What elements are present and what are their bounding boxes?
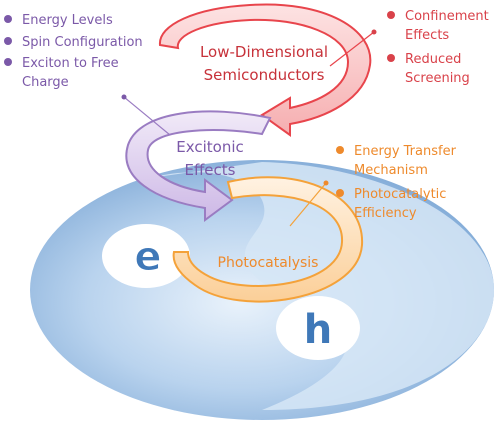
rt-item-1-line1: Confinement <box>405 9 489 24</box>
left-list: Energy Levels Spin Configuration Exciton… <box>4 13 171 136</box>
electron-marker: e <box>102 224 190 288</box>
hole-marker: h <box>276 296 360 360</box>
rt-bullet-1 <box>387 11 395 19</box>
right-top-list: Confinement Effects Reduced Screening <box>329 9 489 86</box>
right-mid-connector <box>289 182 327 227</box>
hole-label: h <box>304 307 332 353</box>
excitonic-arrow: Excitonic Effects <box>125 110 272 222</box>
rt-bullet-2 <box>387 54 395 62</box>
left-item-3-line2: Charge <box>22 75 69 90</box>
rm-item-2-line1: Photocatalytic <box>354 187 446 202</box>
rm-item-2-line2: Efficiency <box>354 206 417 221</box>
semiconductors-arrow: Low-Dimensional Semiconductors <box>158 3 372 137</box>
photocatalysis-label: Photocatalysis <box>218 255 319 271</box>
right-mid-list: Energy Transfer Mechanism Photocatalytic… <box>289 144 457 227</box>
excitonic-line2: Effects <box>185 161 236 179</box>
excitonic-line1: Excitonic <box>176 138 244 156</box>
rm-bullet-2 <box>336 189 344 197</box>
left-item-2: Spin Configuration <box>22 35 143 50</box>
left-bullet-1 <box>4 15 12 23</box>
semiconductors-line2: Semiconductors <box>204 66 325 84</box>
left-bullet-2 <box>4 37 12 45</box>
rm-item-1-line2: Mechanism <box>354 163 428 178</box>
right-top-connector <box>329 31 375 67</box>
left-item-3-line1: Exciton to Free <box>22 56 119 71</box>
left-connector <box>123 96 171 136</box>
left-bullet-3 <box>4 58 12 66</box>
rt-item-1-line2: Effects <box>405 28 449 43</box>
rt-item-2-line1: Reduced <box>405 52 461 67</box>
semiconductors-line1: Low-Dimensional <box>200 43 328 61</box>
electron-label: e <box>134 234 161 280</box>
rt-item-2-line2: Screening <box>405 71 470 86</box>
photocatalysis-arrow: Photocatalysis <box>172 176 364 303</box>
left-item-1: Energy Levels <box>22 13 113 28</box>
rm-item-1-line1: Energy Transfer <box>354 144 457 159</box>
rm-bullet-1 <box>336 146 344 154</box>
